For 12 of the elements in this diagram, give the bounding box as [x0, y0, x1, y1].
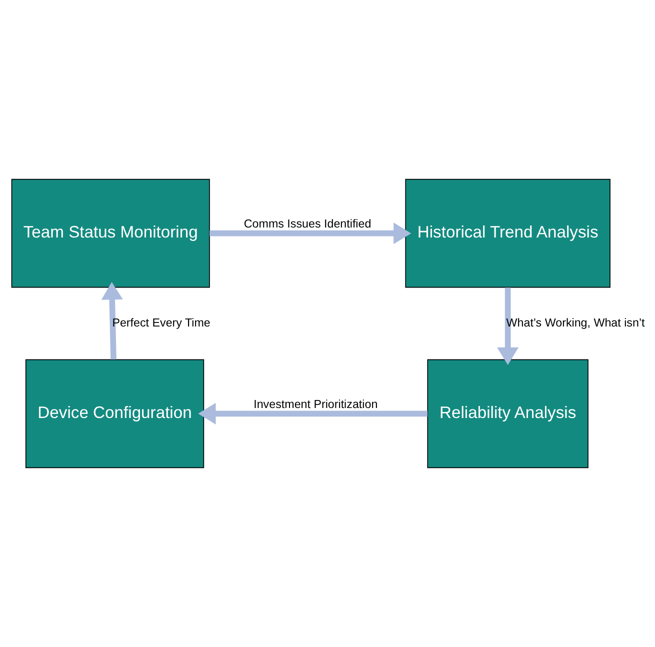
node-box: Reliability Analysis [427, 359, 588, 468]
arrow [497, 288, 519, 365]
arrow [101, 282, 123, 360]
edge-label: Perfect Every Time [112, 316, 210, 330]
edge-label: Comms Issues Identified [244, 218, 372, 231]
node-box: Team Status Monitoring [11, 178, 210, 288]
edge-label: Investment Prioritization [254, 398, 378, 412]
edge-label: What’s Working, What isn’t [506, 316, 645, 330]
node-box: Historical Trend Analysis [405, 178, 610, 288]
arrow [210, 222, 412, 244]
arrow [198, 402, 428, 424]
node-box: Device Configuration [25, 359, 204, 468]
